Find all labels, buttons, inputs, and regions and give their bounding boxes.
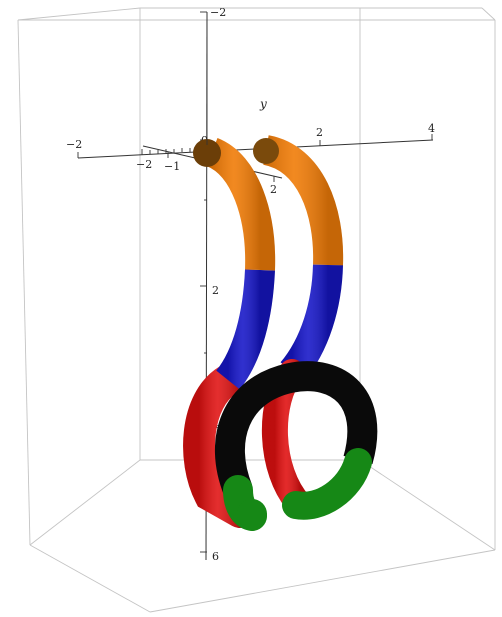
y-tick-label-2: 2 — [316, 126, 323, 139]
right-tube-green — [282, 448, 372, 520]
z-tick-label-neg2: −2 — [210, 6, 226, 19]
z-tick-label-6: 6 — [212, 550, 219, 563]
z-tick-label-2: 2 — [212, 284, 219, 297]
y-tick-label-4: 4 — [428, 122, 435, 135]
y-axis-label: y — [259, 97, 267, 111]
x-tick-label-neg1: −1 — [164, 160, 180, 173]
y-tick-label-neg2: −2 — [66, 138, 82, 151]
x-tick-label-neg2: −2 — [136, 158, 152, 171]
x-tick-label-2: 2 — [270, 183, 277, 196]
tube-surface — [183, 135, 378, 531]
left-tube-cap — [193, 139, 221, 167]
bounding-box — [17, 7, 496, 613]
right-tube-cap — [253, 138, 279, 164]
black-ring — [215, 361, 378, 496]
